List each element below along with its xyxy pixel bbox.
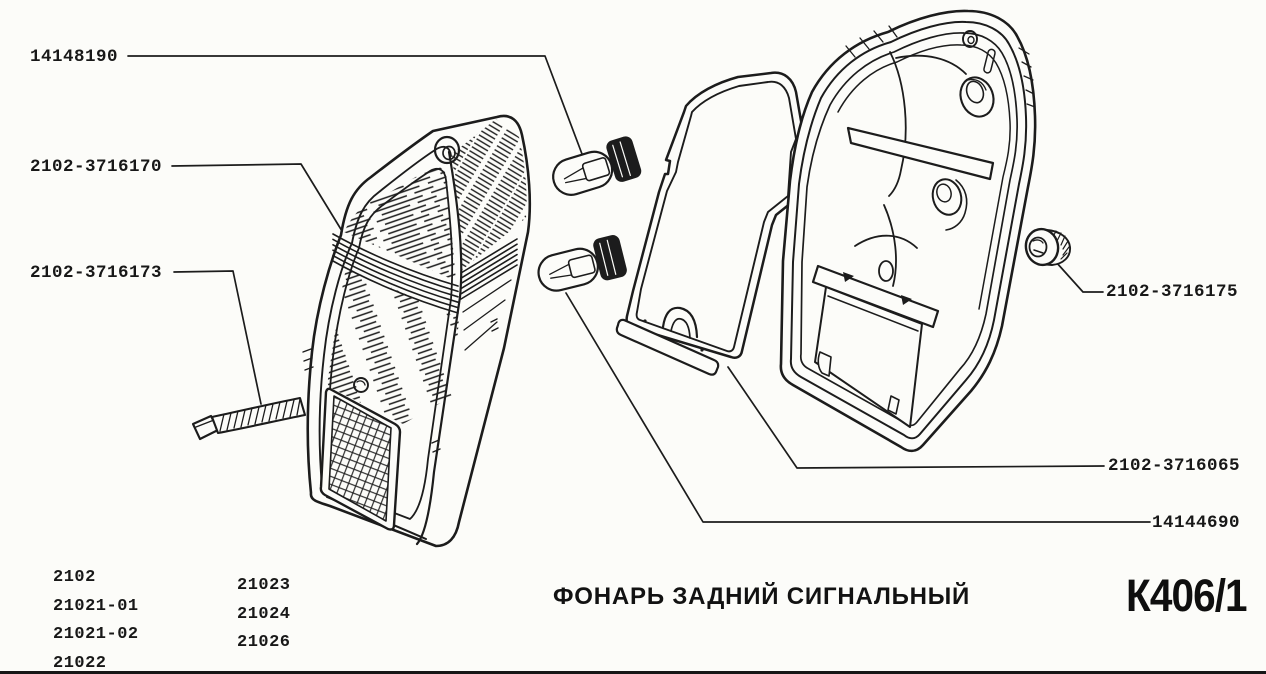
bulb-top-drawing [552, 136, 642, 196]
nut-drawing [1024, 227, 1071, 267]
callout-label-nut: 2102-3716175 [1106, 282, 1239, 302]
model-code: 2102 [53, 568, 96, 587]
gasket-drawing [615, 71, 806, 376]
callout-label-bulb-top: 14148190 [30, 47, 119, 67]
model-code-list-col1: 2102 21021-01 21021-02 21022 [53, 564, 139, 674]
callout-label-gasket: 2102-3716065 [1108, 456, 1241, 476]
diagram-caption: ФОНАРЬ ЗАДНИЙ СИГНАЛЬНЫЙ [553, 583, 971, 610]
model-code: 21022 [53, 653, 107, 673]
page-bottom-rule [0, 671, 1266, 674]
sheet-code: К406/1 [1126, 570, 1248, 621]
model-code-list-col2: 21023 21024 21026 [237, 572, 291, 658]
callout-label-bulb-bottom: 14144690 [1152, 513, 1241, 533]
lens-ribbed-band [332, 233, 518, 314]
screw-drawing [191, 396, 307, 441]
model-code: 21021-02 [53, 625, 139, 644]
callout-label-screw: 2102-3716173 [30, 263, 163, 283]
bulb-bottom-drawing [537, 235, 627, 292]
model-code: 21026 [237, 633, 291, 652]
housing-drawing [779, 9, 1037, 453]
lens-reflector [319, 377, 402, 531]
callout-label-lens-band: 2102-3716170 [30, 157, 163, 177]
leader-lines [127, 55, 1151, 523]
model-code: 21021-01 [53, 596, 139, 616]
model-code: 21023 [237, 576, 291, 595]
lens-drawing [302, 114, 532, 548]
model-code: 21024 [237, 604, 291, 624]
